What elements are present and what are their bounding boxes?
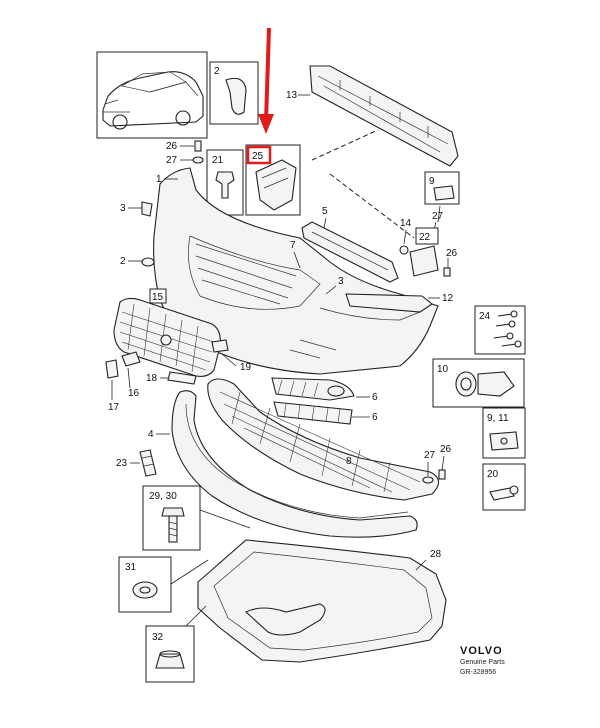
callout-label: 29, 30 — [149, 491, 177, 502]
clip-2-left: 2 — [120, 256, 155, 267]
part-4-spoiler: 4 — [148, 390, 418, 538]
guide-line-13 — [311, 129, 415, 239]
leader-29-30 — [199, 509, 251, 529]
part-15-grille — [113, 297, 221, 377]
callout-label: 9 — [429, 176, 435, 187]
box-part-24: 24 — [474, 305, 526, 355]
callout-label: 13 — [286, 90, 298, 101]
callout-label: 22 — [419, 232, 431, 243]
callout-label: 32 — [152, 632, 164, 643]
screws-top-left: 26 27 — [166, 140, 204, 166]
callout-label: 8 — [346, 456, 352, 467]
callout-label: 10 — [437, 364, 449, 375]
callout-label: 26 — [440, 444, 452, 455]
callout-1: 1 — [156, 174, 178, 185]
callout-label: 17 — [108, 402, 120, 413]
part-5-strip: 5 — [301, 206, 399, 283]
callout-label: 20 — [487, 469, 499, 480]
callout-label: 2 — [120, 256, 126, 267]
box-part-25: 25 — [245, 144, 301, 216]
callout-label: 1 — [156, 174, 162, 185]
box-part-29-30: 29, 30 — [142, 485, 201, 551]
callout-label: 31 — [125, 562, 137, 573]
part-6-fog-grille-lower: 6 — [273, 401, 378, 425]
box-label-25: 25 — [252, 151, 264, 162]
box-part-21: 21 — [206, 149, 244, 216]
clip-3-left: 3 — [120, 201, 153, 217]
box-label-2: 2 — [214, 66, 220, 77]
callout-label: 19 — [240, 362, 252, 373]
box-part-20: 20 — [482, 463, 526, 511]
callout-label: 12 — [442, 293, 454, 304]
box-label-21: 21 — [212, 155, 224, 166]
box-part-15: 15 — [149, 288, 167, 304]
callout-label: 18 — [146, 373, 158, 384]
box-part-10: 10 — [432, 358, 525, 408]
part-6-fog-grille-upper: 6 — [271, 377, 378, 403]
callout-label: 27 — [432, 211, 444, 222]
box-part-32: 32 — [145, 625, 195, 683]
part-12-bracket: 12 — [345, 293, 454, 313]
part-13-reinforcement: 13 — [286, 65, 459, 167]
callout-label: 7 — [290, 240, 296, 251]
callout-label: 4 — [148, 429, 154, 440]
footer-subtitle: Genuine Parts — [460, 659, 505, 666]
part-7: 7 — [290, 240, 301, 269]
box-part-31: 31 — [118, 556, 172, 613]
callout-label: 27 — [166, 155, 178, 166]
callout-label: 27 — [424, 450, 436, 461]
screws-lower-right: 26 27 — [422, 444, 452, 484]
callout-label: 9, 11 — [487, 413, 509, 424]
leader-31 — [170, 559, 209, 585]
right-bracket-cluster: 14 27 22 26 — [399, 211, 458, 277]
callout-label: 6 — [372, 412, 378, 423]
leader-32 — [185, 605, 207, 627]
part-28-undertray: 28 — [197, 539, 447, 663]
callout-label: 14 — [400, 218, 412, 229]
callout-label: 3 — [338, 276, 344, 287]
box-part-9: 9 — [424, 171, 460, 205]
footer-code: GR-328956 — [460, 669, 496, 676]
box-part-9-11: 9, 11 — [482, 407, 526, 459]
car-thumbnail — [96, 51, 208, 139]
part-23-bracket: 23 — [116, 449, 157, 477]
callout-label: 26 — [446, 248, 458, 259]
highlight-arrow — [258, 27, 274, 134]
volvo-footer: VOLVO Genuine Parts GR-328956 — [460, 645, 505, 676]
callout-label: 23 — [116, 458, 128, 469]
part-8-lower-grille: 8 — [207, 378, 440, 501]
callout-label: 26 — [166, 141, 178, 152]
callout-label: 16 — [128, 388, 140, 399]
small-parts-16-19: 16 17 18 19 — [105, 339, 252, 413]
part-3-right: 3 — [325, 276, 344, 295]
callout-label: 24 — [479, 311, 491, 322]
callout-label: 5 — [322, 206, 328, 217]
leader-9 — [437, 205, 441, 223]
box-part-2: 2 — [209, 61, 259, 125]
callout-label: 28 — [430, 549, 442, 560]
callout-label: 15 — [152, 292, 164, 303]
callout-label: 3 — [120, 203, 126, 214]
brand-logo: VOLVO — [460, 645, 503, 657]
callout-label: 6 — [372, 392, 378, 403]
highlight-frame — [246, 145, 272, 165]
